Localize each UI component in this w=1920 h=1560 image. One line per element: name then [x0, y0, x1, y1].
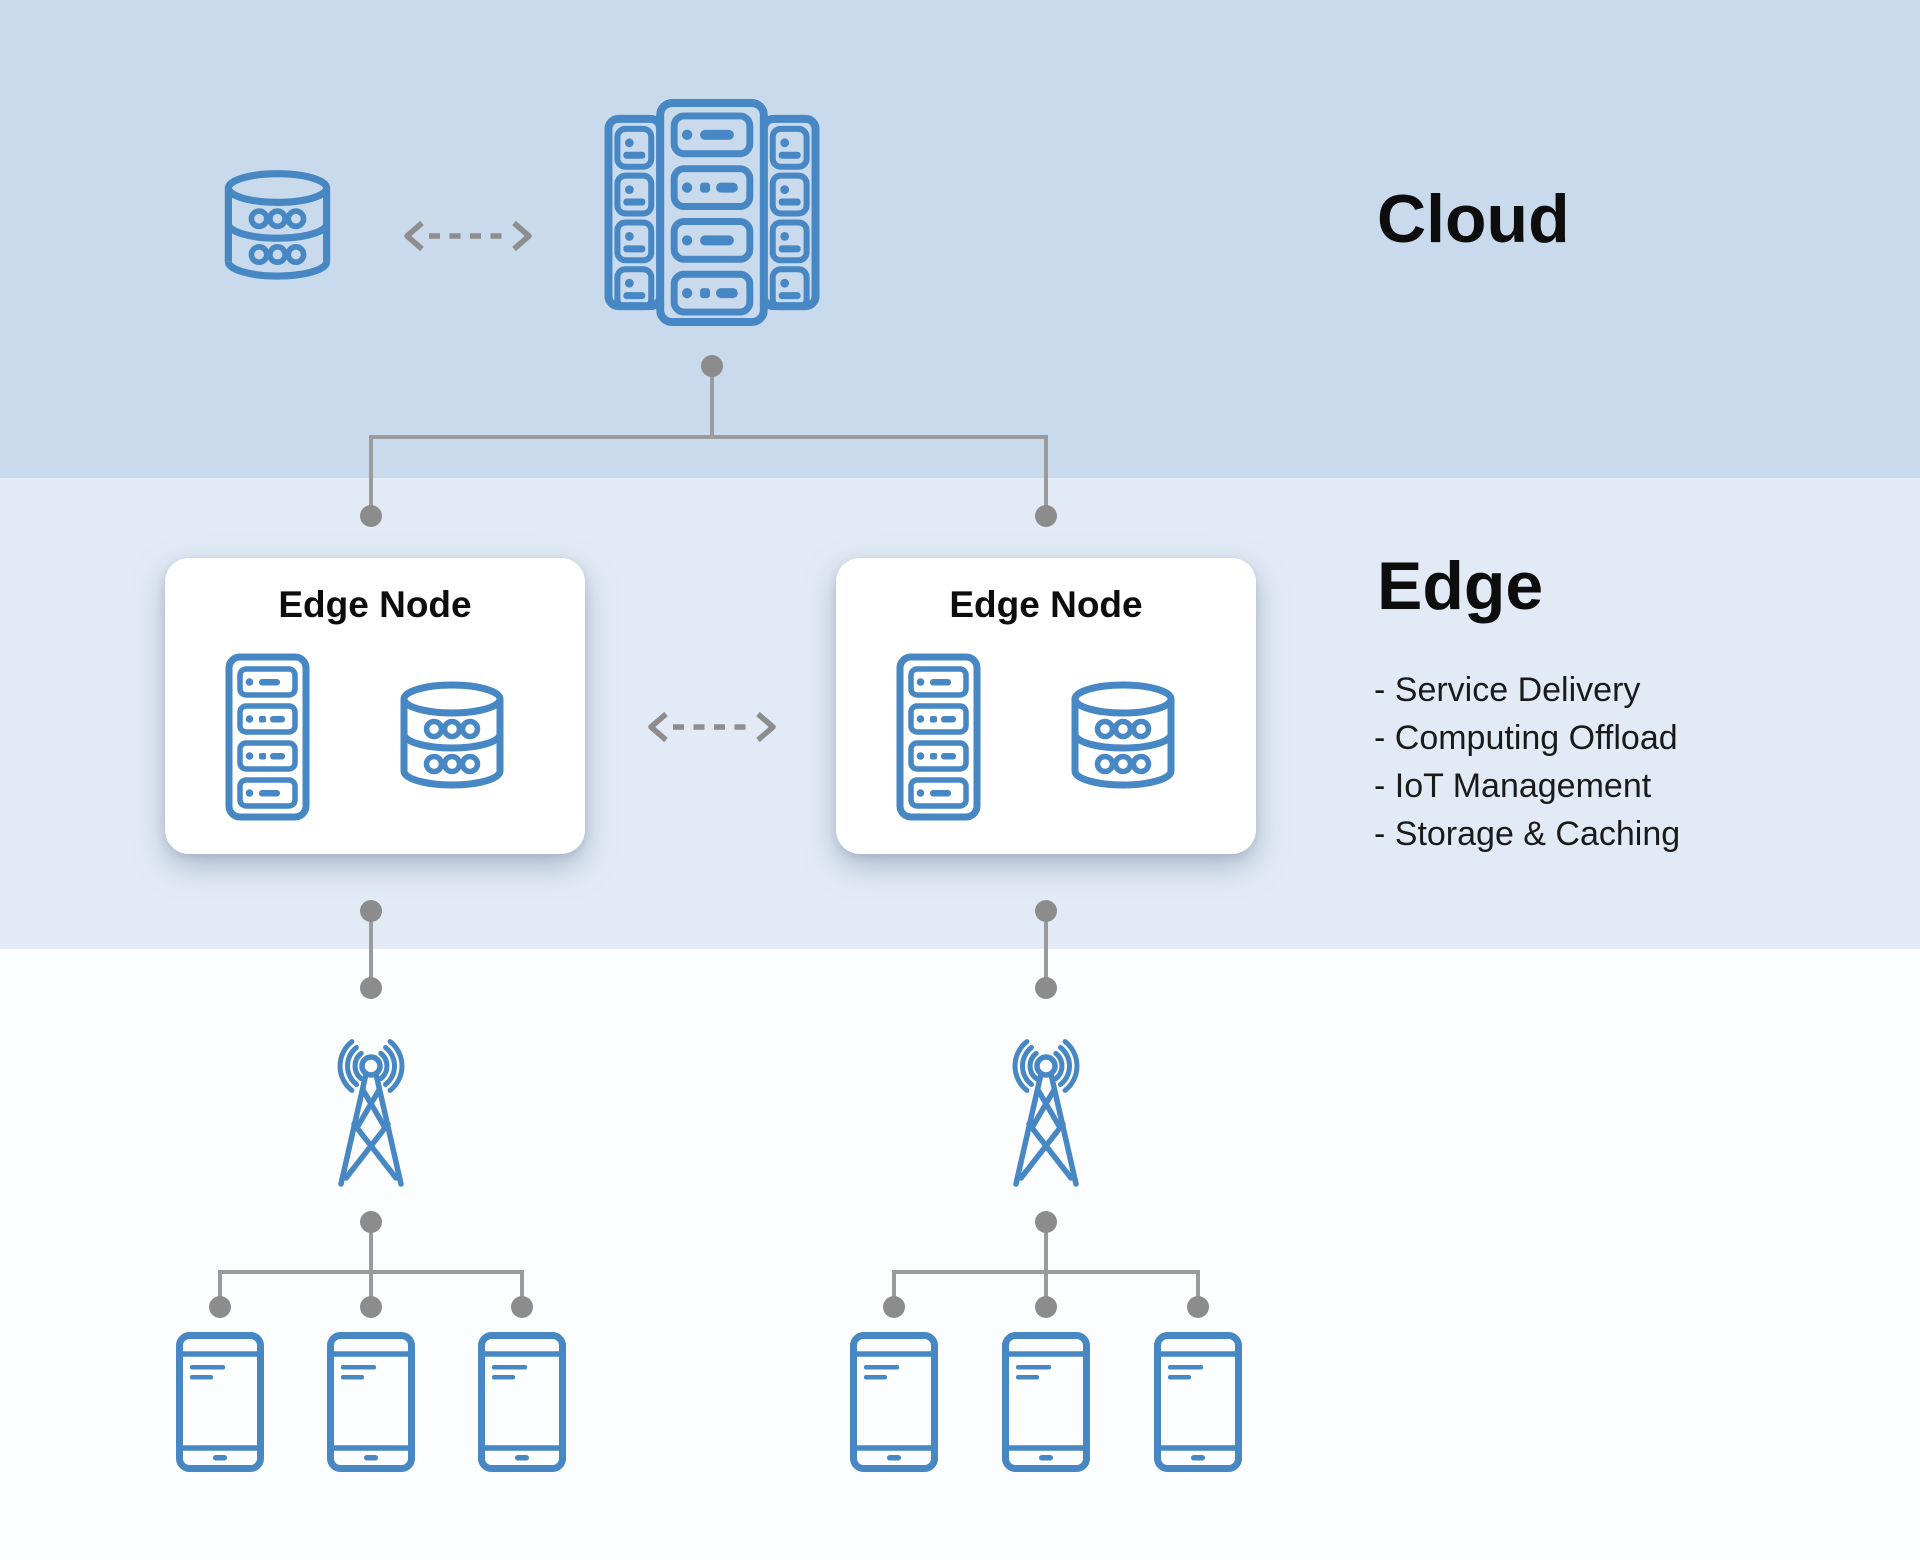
smartphone-icon	[1154, 1332, 1242, 1472]
edge-feature-item: - Computing Offload	[1374, 719, 1678, 757]
smartphone-icon	[176, 1332, 264, 1472]
server-rack-icon	[225, 653, 310, 821]
smartphone-icon	[478, 1332, 566, 1472]
cell-tower-icon	[991, 1028, 1101, 1192]
edge-node-card-1: Edge Node	[165, 558, 585, 854]
server-rack-icon	[896, 653, 981, 821]
smartphone-icon	[1002, 1332, 1090, 1472]
edge-node-title: Edge Node	[278, 584, 472, 625]
cloud-section-label: Cloud	[1377, 181, 1570, 257]
cloud-band	[0, 0, 1920, 478]
database-icon	[387, 678, 517, 803]
edge-feature-item: - Service Delivery	[1374, 671, 1641, 709]
edge-sync-dashed-arrow-icon	[642, 705, 782, 749]
edge-node-card-2: Edge Node	[836, 558, 1256, 854]
cloud-database-icon	[211, 166, 344, 295]
edge-feature-item: - Storage & Caching	[1374, 815, 1681, 853]
smartphone-icon	[327, 1332, 415, 1472]
cloud-sync-dashed-arrow-icon	[398, 214, 538, 258]
edge-section-label: Edge	[1377, 548, 1544, 624]
smartphone-icon	[850, 1332, 938, 1472]
database-icon	[1058, 678, 1188, 803]
cloud-server-cluster-icon	[604, 99, 820, 326]
edge-feature-list: - Service Delivery - Computing Offload -…	[1374, 666, 1680, 858]
edge-feature-item: - IoT Management	[1374, 767, 1652, 805]
edge-node-title: Edge Node	[949, 584, 1143, 625]
cell-tower-icon	[316, 1028, 426, 1192]
